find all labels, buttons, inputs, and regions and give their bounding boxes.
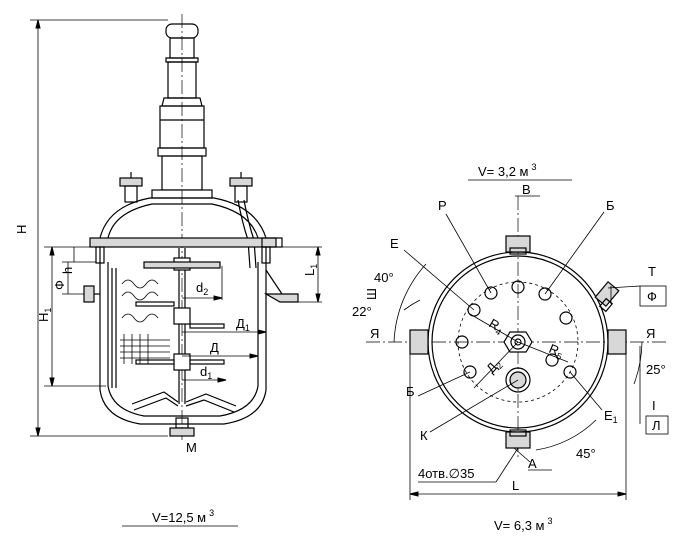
label-angle-22: 22° [352,304,372,319]
left-view: H H1 h Ф L1 d2 Д1 Д d1 М V=12,5 м3 [14,14,322,527]
left-dimensions [30,19,322,437]
label-t: Т [648,264,656,279]
bottom-outlet [169,417,195,437]
label-e1: Е1 [604,408,618,425]
label-vessel-d: Д [210,340,219,355]
label-sh: Ш [364,288,379,300]
label-e: Е [390,236,399,251]
inner-flange [431,255,605,429]
box-f [639,285,667,307]
label-angle-40: 40° [374,270,394,285]
top-cover [89,172,283,269]
label-v: В [522,182,531,197]
agitator [131,248,237,413]
label-i-mark: І [652,398,656,413]
label-r5: R5 [546,341,566,362]
label-f: Ф [647,289,657,304]
label-b-top: Б [606,198,615,213]
right-view: V= 3,2 м3 В Б Р Е Т Ф 40° Ш 22° Я Я R4 R… [352,162,669,533]
label-b-bottom: Б [406,384,415,399]
label-angle-25: 25° [646,362,666,377]
label-r: Р [438,198,447,213]
label-l-mark: Л [652,418,661,433]
label-a: А [528,456,537,471]
label-l-dim: L [512,478,519,493]
label-ya-left: Я [370,326,379,341]
box-l [645,415,669,435]
label-bottom-nozzle: М [186,440,197,455]
label-cylinder-height: H1 [36,308,53,322]
label-holes: 4отв.∅35 [418,466,474,481]
label-agitator-d1: d1 [200,364,212,381]
nozzle-holes [455,280,577,379]
label-angle-45: 45° [576,446,596,461]
label-ya-right: Я [646,326,655,341]
heating-coil [120,279,170,364]
leader-lines [393,195,643,500]
label-flange-phi: Ф [52,280,67,290]
label-flange-height: h [60,267,75,274]
label-jacket-d1: Д1 [236,316,250,333]
bolt-circle [457,281,579,403]
label-bracket-height: L1 [302,264,319,276]
label-agitator-d2: d2 [196,280,208,297]
label-k: К [420,428,428,443]
vessel-shell [83,246,299,425]
label-overall-height: H [14,225,29,234]
label-r4: R4 [486,316,507,338]
nozzle-t [594,280,620,313]
lugs [409,235,627,449]
